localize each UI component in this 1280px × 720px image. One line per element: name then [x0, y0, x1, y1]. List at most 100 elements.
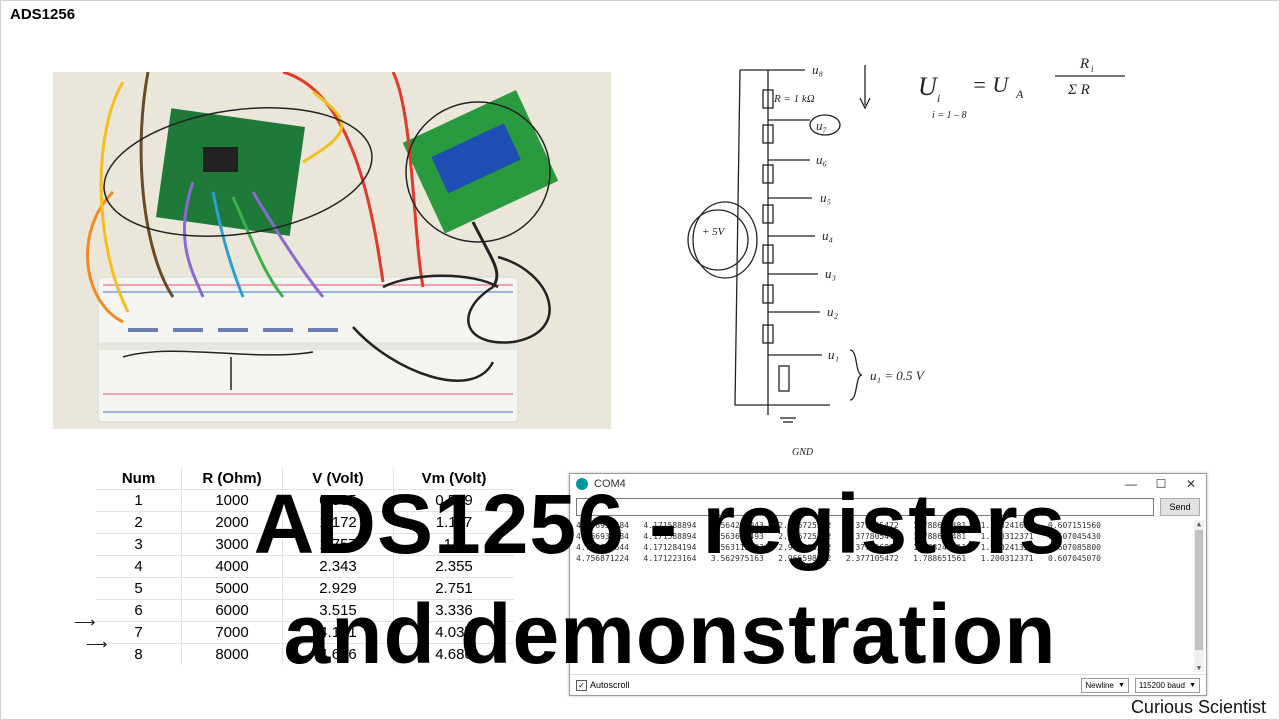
- cell-r: 8000: [181, 643, 283, 665]
- output-line: 4.756933584 4.171588894 3.564271943 2.96…: [576, 521, 1101, 530]
- cell-num: 8: [96, 643, 182, 665]
- formula-eq: = U: [972, 72, 1010, 97]
- cell-num: 7: [96, 621, 182, 644]
- cell-vm: 4.037: [393, 621, 514, 644]
- cell-num: 5: [96, 577, 182, 600]
- resistor-label: R = 1 kΩ: [773, 93, 815, 105]
- cell-num: 4: [96, 555, 182, 578]
- cell-vm: 4.686: [393, 643, 514, 665]
- hand-drawn-schematic: u₈ u₇ u₆ u₅ u₄ u₃ u₂ u₁ R = 1 kΩ + 5V GN…: [680, 50, 1160, 470]
- cell-r: 2000: [181, 511, 283, 534]
- cell-vm: 0.579: [393, 489, 514, 512]
- cell-r: 1000: [181, 489, 283, 512]
- cell-v: 2.929: [282, 577, 394, 600]
- cell-v: 1.757: [282, 533, 394, 556]
- output-line: 4.756933584 4.171588894 3.563612493 2.96…: [576, 532, 1101, 541]
- node-label-u4: u₄: [822, 228, 834, 243]
- monitor-title: COM4: [594, 478, 626, 490]
- page-title: ADS1256: [10, 6, 76, 23]
- serial-input[interactable]: [576, 498, 1154, 516]
- handwritten-arrow-icon: ⟶: [86, 636, 108, 653]
- line-ending-select[interactable]: Newline▼: [1081, 677, 1129, 693]
- channel-name: Curious Scientist: [1130, 697, 1266, 717]
- header-num: Num: [121, 470, 156, 487]
- node-label-u6: u₆: [816, 152, 827, 167]
- gnd-label: GND: [792, 447, 814, 458]
- autoscroll-checkbox[interactable]: ✓: [576, 679, 587, 691]
- scroll-thumb[interactable]: [1195, 530, 1203, 650]
- breadboard-illustration: [53, 72, 611, 429]
- u1-note: u₁ = 0.5 V: [870, 368, 926, 383]
- schematic-drawing: u₈ u₇ u₆ u₅ u₄ u₃ u₂ u₁ R = 1 kΩ + 5V GN…: [687, 56, 1125, 458]
- cell-r: 4000: [181, 555, 283, 578]
- chevron-down-icon: ▼: [1189, 681, 1196, 689]
- formula-range: i = 1 – 8: [932, 110, 967, 121]
- cell-v: 3.515: [282, 599, 394, 622]
- cell-vm: 3.336: [393, 599, 514, 622]
- cell-num: 1: [96, 489, 182, 512]
- serial-monitor-window: COM4 — ☐ ✕ Send 4.756933584 4.171588894 …: [569, 473, 1207, 696]
- baud-select[interactable]: 115200 baud ▼: [1134, 677, 1200, 693]
- autoscroll-label: Autoscroll: [590, 680, 630, 690]
- monitor-statusbar: ✓ Autoscroll Newline▼ 115200 baud▼: [570, 674, 1206, 695]
- minimize-icon[interactable]: —: [1125, 477, 1137, 491]
- header-v: V (Volt): [282, 468, 394, 490]
- output-scrollbar[interactable]: ▲ ▼: [1194, 520, 1204, 672]
- output-line: 4.756871224 4.171223164 3.562975163 2.96…: [576, 554, 1101, 563]
- scroll-down-icon[interactable]: ▼: [1196, 664, 1202, 672]
- node-label-u5: u₅: [820, 190, 831, 205]
- cell-r: 7000: [181, 621, 283, 644]
- cell-r: 6000: [181, 599, 283, 622]
- cell-vm: 1.117: [393, 511, 514, 534]
- supply-label: + 5V: [702, 226, 726, 238]
- send-button[interactable]: Send: [1160, 498, 1200, 516]
- close-icon[interactable]: ✕: [1185, 477, 1197, 491]
- serial-output: 4.756933584 4.171588894 3.564271943 2.96…: [576, 520, 1190, 672]
- cell-v: 0.585: [282, 489, 394, 512]
- header-r: R (Ohm): [181, 468, 283, 490]
- cell-r: 5000: [181, 577, 283, 600]
- table-header-row: Num R (Ohm) V (Volt) Vm (Volt): [96, 468, 514, 490]
- monitor-input-row: Send: [576, 498, 1200, 516]
- formula-sub-a: A: [1015, 87, 1024, 101]
- node-label-u7: u₇: [816, 118, 828, 133]
- handwritten-arrow-icon: ⟶: [74, 614, 96, 631]
- cell-v: 4.686: [282, 643, 394, 665]
- output-line: 4.756823644 4.171284194 3.563112493 2.96…: [576, 543, 1101, 552]
- node-label-u3: u₃: [825, 266, 836, 281]
- node-label-u2: u₂: [827, 304, 839, 319]
- cell-vm: 1.7: [393, 533, 514, 556]
- maximize-icon[interactable]: ☐: [1155, 477, 1167, 491]
- scroll-up-icon[interactable]: ▲: [1196, 520, 1202, 528]
- formula-numerator: R: [1079, 56, 1089, 72]
- formula-lhs: U: [918, 72, 939, 101]
- cell-v: 2.343: [282, 555, 394, 578]
- cell-vm: 2.751: [393, 577, 514, 600]
- overlay-title-line2: and demonstration: [283, 587, 1057, 681]
- node-label-u8: u₈: [812, 62, 824, 77]
- line-ending-value: Newline: [1085, 680, 1114, 690]
- cell-v: 1.172: [282, 511, 394, 534]
- arduino-icon: [576, 478, 588, 490]
- cell-num: 6: [96, 599, 182, 622]
- formula-sub-i: i: [937, 91, 940, 105]
- cell-vm: 2.355: [393, 555, 514, 578]
- cell-num: 2: [96, 511, 182, 534]
- cell-num: 3: [96, 533, 182, 556]
- baud-value: 115200 baud: [1138, 680, 1185, 690]
- header-vm: Vm (Volt): [393, 468, 514, 490]
- monitor-titlebar: COM4 — ☐ ✕: [570, 474, 1206, 494]
- cell-r: 3000: [181, 533, 283, 556]
- chevron-down-icon: ▼: [1117, 681, 1125, 689]
- breadboard-photo: [53, 72, 611, 429]
